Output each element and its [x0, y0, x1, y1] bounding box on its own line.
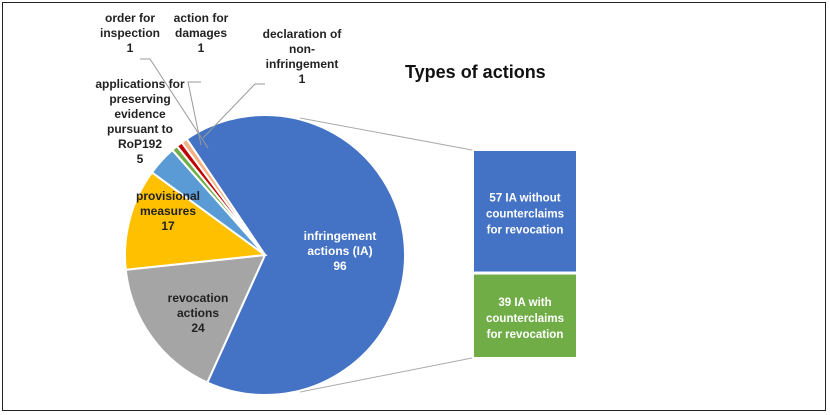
slice-label-line: infringement [304, 229, 377, 243]
slice-label-line: preserving [109, 92, 170, 106]
slice-label-line: 1 [198, 41, 205, 55]
slice-label-line: 24 [191, 321, 205, 335]
bar-label-line: 57 IA without [489, 192, 560, 204]
bar-label-line: for revocation [487, 329, 564, 341]
slice-label-line: evidence [114, 107, 166, 121]
slice-label-line: actions [177, 306, 219, 320]
slice-label-line: measures [140, 204, 196, 218]
bar-label-line: counterclaims [486, 313, 564, 325]
chart-title: Types of actions [405, 62, 546, 82]
slice-label-line: RoP192 [118, 137, 162, 151]
bar-label-line: counterclaims [486, 208, 564, 220]
slice-label-line: pursuant to [107, 122, 173, 136]
bar-segment-label-0: 57 IA without counterclaims for revocation [486, 192, 564, 236]
slice-label-4: order forinspection1 [100, 11, 160, 55]
slice-label-line: non- [289, 42, 315, 56]
slice-label-line: 96 [333, 259, 347, 273]
slice-label-line: provisional [136, 189, 200, 203]
slice-label-6: declaration ofnon-infringement1 [263, 27, 343, 86]
bar-label-line: 39 IA with [498, 297, 551, 309]
slice-label-line: inspection [100, 26, 160, 40]
slice-label-line: applications for [95, 77, 185, 91]
slice-label-line: declaration of [263, 27, 343, 41]
slice-label-line: 1 [127, 41, 134, 55]
slice-label-line: 17 [161, 219, 175, 233]
slice-label-line: 5 [137, 152, 144, 166]
slice-label-5: action fordamages1 [174, 11, 229, 55]
slice-label-line: action for [174, 11, 229, 25]
slice-label-line: infringement [266, 57, 339, 71]
slice-label-line: 1 [299, 72, 306, 86]
slice-label-line: revocation [168, 291, 229, 305]
bar-label-line: for revocation [487, 224, 564, 236]
slice-label-line: order for [105, 11, 155, 25]
slice-label-line: actions (IA) [307, 244, 372, 258]
slice-label-line: damages [175, 26, 227, 40]
